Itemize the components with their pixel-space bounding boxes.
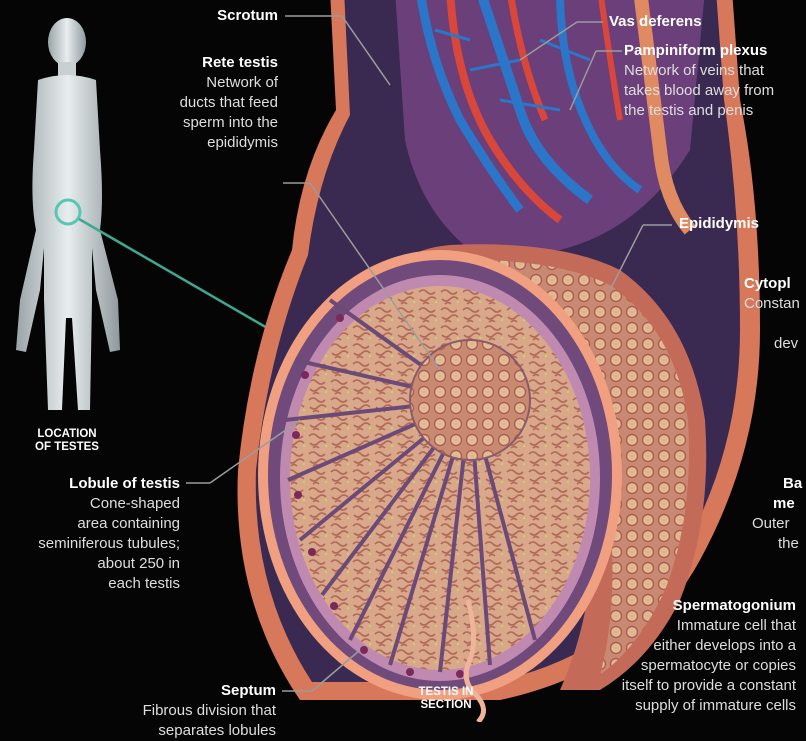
- label-basement-membrane: Ba me Outer the: [752, 474, 806, 554]
- label-lobule-of-testis: Lobule of testis Cone-shaped area contai…: [0, 474, 180, 594]
- human-figure-icon: [16, 18, 120, 410]
- label-pampiniform-plexus: Pampiniform plexus Network of veins that…: [624, 41, 806, 121]
- label-location-of-testes: LOCATION OF TESTES: [12, 428, 122, 454]
- label-scrotum: Scrotum: [150, 6, 278, 26]
- label-rete-testis: Rete testis Network of ducts that feed s…: [135, 53, 278, 153]
- label-testis-in-section: TESTIS IN SECTION: [400, 686, 492, 712]
- label-spermatogonium: Spermatogonium Immature cell that either…: [560, 596, 796, 716]
- label-vas-deferens: Vas deferens: [609, 12, 799, 32]
- label-epididymis: Epididymis: [679, 214, 799, 234]
- label-cytoplasm: Cytopl Constan dev: [744, 274, 806, 354]
- label-septum: Septum Fibrous division that separates l…: [100, 681, 276, 741]
